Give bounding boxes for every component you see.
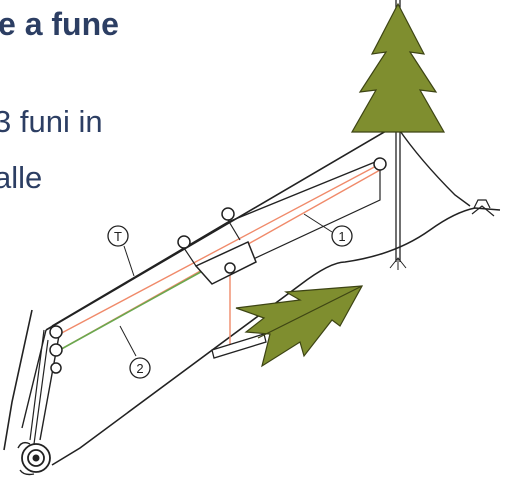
winch-frame (17, 441, 35, 476)
leader-t (123, 245, 135, 277)
tree-crown (350, 2, 446, 133)
leader-2 (119, 325, 137, 357)
carriage-wheel-right (221, 207, 235, 221)
anchor-stump (471, 199, 495, 217)
carriage (194, 240, 257, 285)
spar-roots (389, 257, 407, 270)
haulback-cable-2-green (55, 267, 209, 353)
carriage-hangers (183, 219, 241, 267)
marker-1: 1 (331, 225, 353, 247)
marker-t: T (107, 225, 129, 247)
ground-profile (3, 207, 501, 466)
hill-slope (397, 127, 471, 207)
tail-line (29, 160, 381, 445)
winch-drum-hub (32, 454, 40, 462)
log (211, 333, 267, 359)
tower-pulley-top (49, 325, 63, 339)
marker-1-label: 1 (338, 229, 345, 244)
spar-pulley (373, 157, 387, 171)
carriage-sheave (224, 262, 236, 274)
felled-tree-crown (235, 285, 364, 368)
felled-tree-stem (257, 285, 363, 339)
body-text-line-1: 3 funi in (0, 104, 103, 139)
leader-1 (303, 213, 333, 233)
marker-t-label: T (114, 229, 122, 244)
marker-2-label: 2 (136, 361, 143, 376)
marker-2: 2 (129, 357, 151, 379)
slide-title: e a fune (0, 6, 119, 42)
skyline-cable-t (51, 159, 381, 327)
tower-pulley-low (50, 362, 62, 374)
carriage-wheel-left (177, 235, 191, 249)
tower-pulley-mid (49, 343, 63, 357)
body-text-line-2: alle (0, 160, 43, 195)
